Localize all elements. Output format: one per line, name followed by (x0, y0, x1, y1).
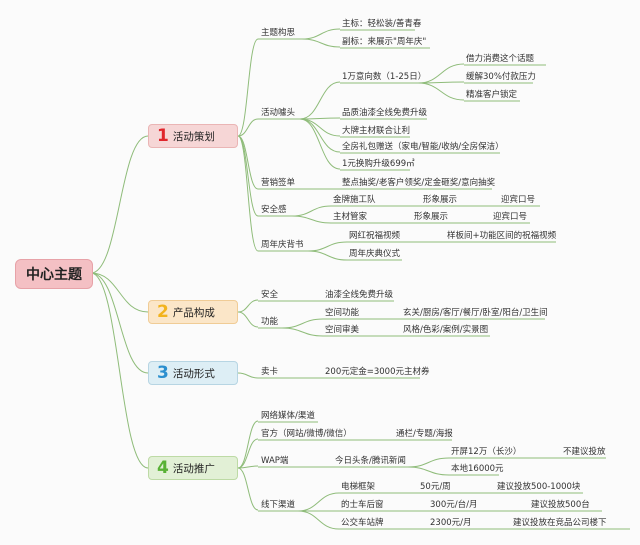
node-safety-display[interactable]: 形象展示 (423, 195, 458, 205)
connector-line (407, 466, 450, 476)
node-hook-item[interactable]: 品质油漆全线免费升级 (342, 108, 428, 118)
node-offline-channel[interactable]: 电梯框架 (341, 482, 376, 492)
branch-number: 4 (157, 457, 169, 478)
node-safety-slogan[interactable]: 迎宾口号 (493, 212, 528, 222)
connector-line (281, 327, 324, 337)
branch-number: 1 (157, 125, 169, 146)
node-wap-advice[interactable]: 不建议投放 (563, 447, 606, 457)
node-anniversary-item[interactable]: 周年庆典仪式 (349, 249, 401, 259)
node-main-title[interactable]: 主标：轻松装/善青春 (342, 19, 422, 29)
connector-line (281, 318, 324, 329)
node-offline-advice[interactable]: 建议投放在竞品公司楼下 (513, 518, 607, 528)
node-offline-channel[interactable]: 的士车后窗 (341, 500, 384, 510)
branch-activity-promotion[interactable]: 4 活动推广 (148, 456, 238, 480)
connector-line (307, 241, 348, 252)
node-theme[interactable]: 主题构思 (261, 28, 296, 38)
node-function-detail[interactable]: 玄关/厨房/客厅/餐厅/卧室/阳台/卫生间 (403, 308, 548, 318)
connector-line (301, 38, 341, 48)
node-safety-slogan[interactable]: 迎宾口号 (501, 195, 536, 205)
branch-activity-form[interactable]: 3 活动形式 (148, 361, 238, 385)
connector-line (90, 272, 149, 313)
connector-line (237, 372, 259, 379)
center-topic[interactable]: 中心主题 (15, 259, 93, 289)
node-sub-title[interactable]: 副标：来展示"周年庆" (342, 37, 427, 47)
connector-line (237, 438, 259, 469)
node-offline-advice[interactable]: 建议投放500-1000块 (497, 482, 581, 492)
branch-number: 3 (157, 362, 169, 383)
connector-line (301, 28, 341, 40)
connector-line (90, 272, 149, 469)
connector-line (237, 299, 259, 313)
connector-line (299, 118, 341, 170)
node-offline[interactable]: 线下渠道 (261, 500, 296, 510)
connector-line (237, 420, 259, 469)
branch-label: 活动形式 (172, 367, 215, 380)
connector-line (291, 215, 332, 224)
connector-line (307, 250, 348, 261)
branch-label: 产品构成 (172, 306, 215, 319)
node-wap-media[interactable]: 今日头条/腾讯新闻 (335, 456, 406, 466)
node-hook-reason[interactable]: 缓解30%付款压力 (466, 72, 536, 82)
node-wap[interactable]: WAP端 (261, 456, 289, 466)
connector-line (237, 135, 259, 252)
connector-line (90, 135, 149, 274)
connector-line (237, 38, 259, 137)
node-hook-item[interactable]: 1元换购升级699㎡ (342, 159, 415, 169)
node-wap-local[interactable]: 本地16000元 (451, 464, 504, 474)
connector-line (237, 118, 259, 137)
node-anniversary[interactable]: 周年庆背书 (261, 240, 304, 250)
node-function-item[interactable]: 空间审美 (325, 325, 360, 335)
connector-line (90, 272, 149, 374)
branch-number: 2 (157, 301, 169, 322)
node-function-item[interactable]: 空间功能 (325, 308, 360, 318)
connector-line (291, 205, 332, 217)
connector-line (237, 467, 259, 511)
node-video-detail[interactable]: 样板间+功能区间的祝福视频 (447, 231, 557, 241)
node-online-media[interactable]: 网络媒体/渠道 (261, 411, 315, 421)
node-offline-advice[interactable]: 建议投放500台 (531, 500, 590, 510)
connector-line (417, 82, 465, 101)
connector-line (237, 135, 259, 190)
node-hook-item[interactable]: 1万意向数（1-25日） (342, 72, 427, 82)
node-hook-reason[interactable]: 精准客户锁定 (466, 90, 518, 100)
node-card[interactable]: 卖卡 (261, 367, 279, 377)
branch-product-composition[interactable]: 2 产品构成 (148, 300, 238, 324)
connector-line (297, 510, 340, 530)
node-offline-price[interactable]: 2300元/月 (430, 518, 472, 528)
node-safety[interactable]: 安全 (261, 290, 279, 300)
node-official-detail[interactable]: 通栏/专题/海报 (396, 429, 453, 439)
connector-line (417, 63, 465, 84)
connector-line (237, 465, 259, 469)
node-card-detail[interactable]: 200元定金=3000元主材券 (325, 367, 430, 377)
branch-label: 活动策划 (172, 130, 215, 143)
node-safety[interactable]: 安全感 (261, 205, 287, 215)
node-hooks[interactable]: 活动噱头 (261, 108, 296, 118)
connector-line (237, 311, 259, 328)
node-anniversary-item[interactable]: 网红祝福视频 (349, 231, 401, 241)
node-offline-price[interactable]: 300元/台/月 (430, 500, 478, 510)
node-hook-item[interactable]: 大牌主材联合让利 (342, 126, 411, 136)
node-safety-display[interactable]: 形象展示 (414, 212, 449, 222)
node-wap-opens[interactable]: 开屏12万（长沙） (451, 447, 522, 457)
node-function[interactable]: 功能 (261, 317, 279, 327)
connector-line (407, 457, 450, 468)
node-official[interactable]: 官方（网站/微博/微信） (261, 429, 352, 439)
connector-line (297, 492, 340, 512)
node-marketing[interactable]: 营销签单 (261, 178, 296, 188)
branch-label: 活动推广 (172, 462, 215, 475)
node-function-detail[interactable]: 风格/色彩/案例/实景图 (403, 325, 489, 335)
node-marketing-detail[interactable]: 整点抽奖/老客户领奖/定金砸奖/意向抽奖 (342, 178, 496, 188)
connector-line (299, 81, 341, 120)
node-safety-item[interactable]: 金牌施工队 (333, 195, 376, 205)
branch-activity-planning[interactable]: 1 活动策划 (148, 124, 238, 148)
node-offline-channel[interactable]: 公交车站牌 (341, 518, 384, 528)
connector-line (299, 118, 341, 137)
node-offline-price[interactable]: 50元/周 (420, 482, 451, 492)
node-hook-item[interactable]: 全房礼包赠送（家电/智能/收纳/全房保洁） (342, 142, 504, 152)
node-hook-reason[interactable]: 借力消费这个话题 (466, 54, 535, 64)
connector-line (237, 135, 259, 217)
node-safety-item[interactable]: 主材管家 (333, 212, 368, 222)
node-safety-detail[interactable]: 油漆全线免费升级 (325, 290, 394, 300)
